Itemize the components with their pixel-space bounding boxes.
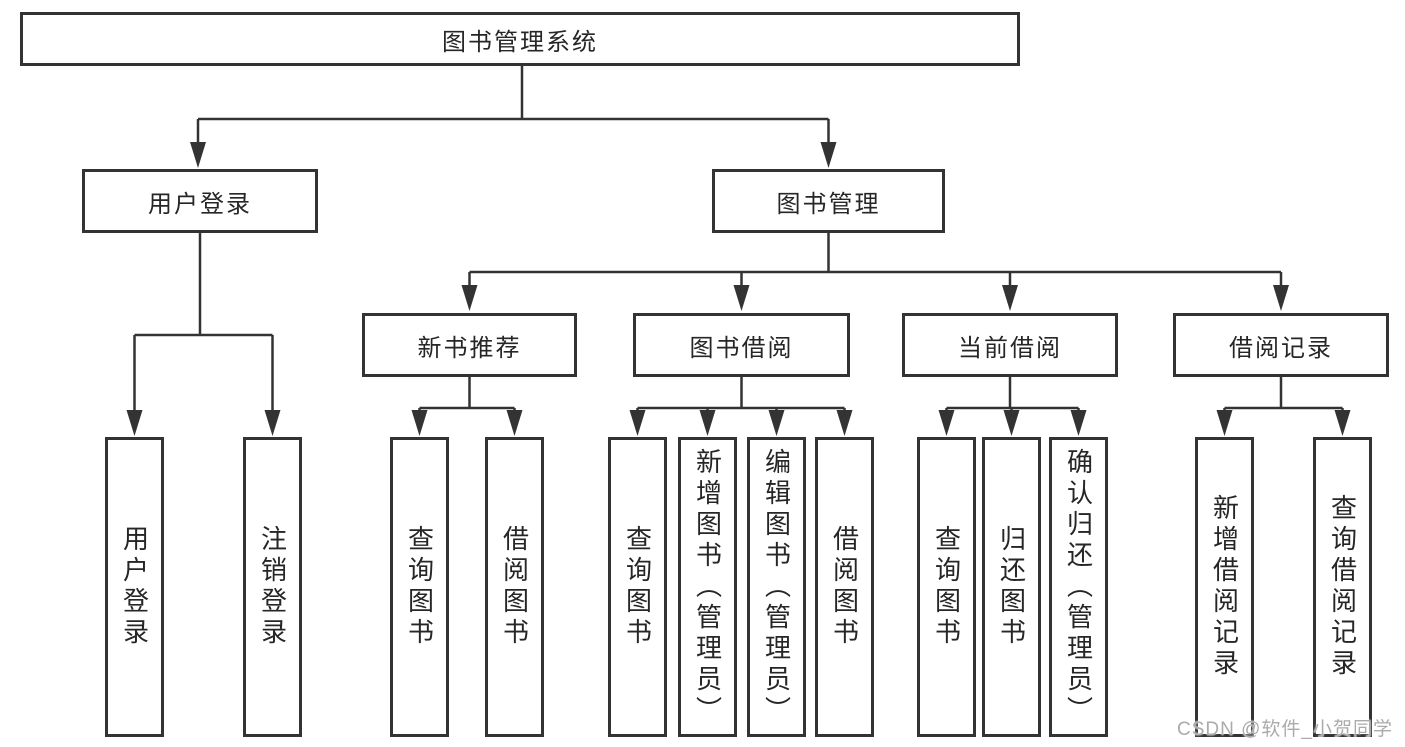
- csdn-watermark: CSDN @软件_小贺同学: [1177, 719, 1393, 740]
- leaf-label: 查询图书: [622, 525, 653, 649]
- node-label: 用户登录: [148, 190, 252, 218]
- node-library-management-system: 图书管理系统: [20, 12, 1020, 66]
- leaf-edit-book-admin: 编辑图书（管理员）: [747, 437, 806, 737]
- leaf-logout: 注销登录: [243, 437, 302, 737]
- leaf-query-books-recommend: 查询图书: [390, 437, 449, 737]
- node-label: 借阅记录: [1229, 334, 1333, 362]
- leaf-return-books: 归还图书: [982, 437, 1041, 737]
- leaf-borrow-books: 借阅图书: [815, 437, 874, 737]
- leaf-query-books-current: 查询图书: [917, 437, 976, 737]
- leaf-label: 用户登录: [119, 525, 150, 649]
- leaf-label: 确认归还（管理员）: [1063, 447, 1094, 727]
- leaf-label: 新增图书（管理员）: [692, 447, 723, 727]
- node-book-management: 图书管理: [712, 169, 945, 233]
- leaf-query-books-borrowing: 查询图书: [608, 437, 667, 737]
- node-label: 图书管理: [776, 190, 881, 218]
- node-label: 图书管理系统: [442, 28, 598, 56]
- node-label: 新书推荐: [417, 334, 522, 362]
- leaf-borrow-books-recommend: 借阅图书: [485, 437, 544, 737]
- node-book-borrowing: 图书借阅: [633, 313, 850, 377]
- leaf-label: 注销登录: [257, 525, 288, 649]
- leaf-user-login: 用户登录: [105, 437, 164, 737]
- leaf-label: 新增借阅记录: [1209, 494, 1240, 680]
- leaf-label: 查询图书: [404, 525, 435, 649]
- leaf-label: 借阅图书: [499, 525, 530, 649]
- leaf-confirm-return-admin: 确认归还（管理员）: [1049, 437, 1108, 737]
- node-new-book-recommendation: 新书推荐: [362, 313, 577, 377]
- leaf-label: 归还图书: [996, 525, 1027, 649]
- node-label: 图书借阅: [689, 334, 794, 362]
- node-user-login: 用户登录: [82, 169, 318, 233]
- node-borrowing-records: 借阅记录: [1173, 313, 1389, 377]
- node-label: 当前借阅: [958, 334, 1062, 362]
- leaf-label: 查询图书: [931, 525, 962, 649]
- leaf-label: 查询借阅记录: [1327, 494, 1358, 680]
- node-current-borrowing: 当前借阅: [902, 313, 1118, 377]
- leaf-add-borrow-record: 新增借阅记录: [1195, 437, 1254, 737]
- leaf-label: 编辑图书（管理员）: [761, 447, 792, 727]
- leaf-add-book-admin: 新增图书（管理员）: [678, 437, 737, 737]
- leaf-query-borrow-record: 查询借阅记录: [1313, 437, 1372, 737]
- leaf-label: 借阅图书: [829, 525, 860, 649]
